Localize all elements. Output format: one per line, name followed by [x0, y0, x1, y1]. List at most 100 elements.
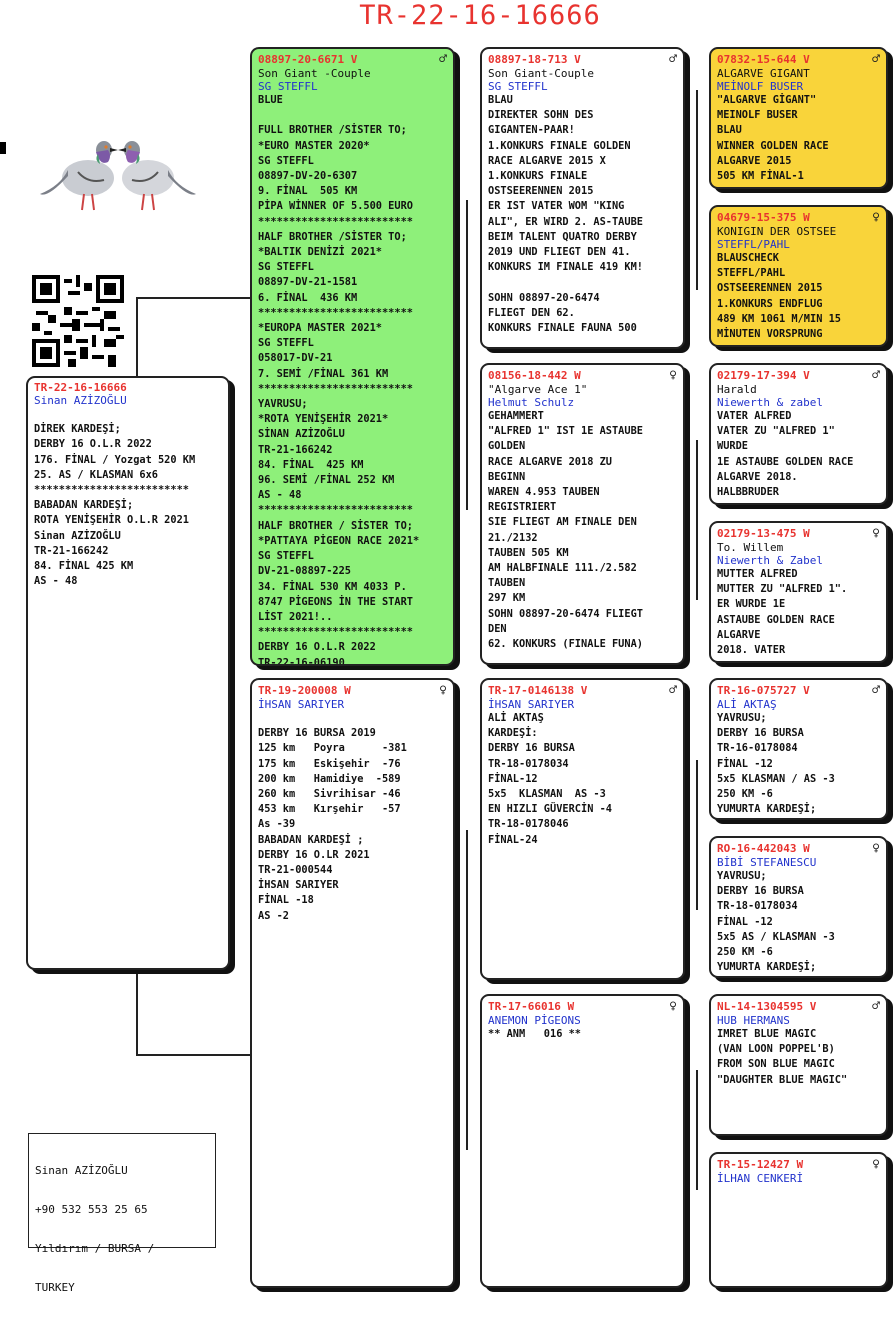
female-icon: ♀	[872, 1157, 880, 1172]
note-line: WINNER GOLDEN RACE	[717, 139, 829, 152]
note-line: SIE FLIEGT AM FINALE DEN	[488, 516, 637, 529]
owner-name: Sinan AZİZOĞLU	[34, 394, 127, 407]
note-line: FİNAL-24	[488, 833, 538, 846]
sire-card[interactable]: 08897-20-6671 V♂ Son Giant -Couple SG ST…	[250, 47, 455, 666]
connector-line	[696, 1070, 698, 1190]
note-line: KONKURS IM FINALE 419 KM!	[488, 261, 643, 274]
note-line: 6. FİNAL 436 KM	[258, 291, 358, 304]
sds-card[interactable]: 02179-17-394 V♂ Harald Niewerth & zabel …	[709, 363, 888, 505]
female-icon: ♀	[439, 683, 447, 698]
contact-phone[interactable]: +90 532 553 25 65	[35, 1203, 148, 1216]
note-line	[258, 108, 447, 123]
note-line: SG STEFFL	[258, 550, 314, 563]
breeder-name: İLHAN CENKERİ	[717, 1172, 804, 1185]
female-icon: ♀	[872, 210, 880, 225]
breeder-name: Helmut Schulz	[488, 396, 575, 409]
qr-code[interactable]	[32, 275, 124, 367]
sdd-card[interactable]: 02179-13-475 W♀ To. Willem Niewerth & Za…	[709, 521, 888, 663]
note-line: *EURO MASTER 2020*	[258, 139, 370, 152]
note-line: *************************	[258, 306, 413, 319]
connector-line	[466, 200, 468, 510]
note-line: GIGANTEN-PAAR!	[488, 124, 575, 137]
dam-dam-card[interactable]: TR-17-66016 W♀ ANEMON PİGEONS ** ANM 016…	[480, 994, 685, 1288]
note-line: 8747 PİGEONS İN THE START	[258, 595, 413, 608]
breeder-name: ANEMON PİGEONS	[488, 1014, 581, 1027]
note-line: DV-21-08897-225	[258, 565, 351, 578]
breeder-name: HUB HERMANS	[717, 1014, 790, 1027]
ssd-card[interactable]: 04679-15-375 W♀ KONIGIN DER OSTSEE STEFF…	[709, 205, 888, 347]
note-line: AS -2	[258, 909, 289, 922]
note-line: DIREKTER SOHN DES	[488, 109, 594, 122]
note-line	[258, 711, 447, 726]
note-line: 08897-DV-21-1581	[258, 276, 358, 289]
note-line: 5x5 KLASMAN AS -3	[488, 788, 606, 801]
sire-sire-card[interactable]: 08897-18-713 V♂ Son Giant-Couple SG STEF…	[480, 47, 685, 349]
dss-card[interactable]: TR-16-075727 V♂ ALİ AKTAŞ YAVRUSU;DERBY …	[709, 678, 888, 820]
ring-number: 04679-15-375 W	[717, 211, 810, 224]
note-line: FİNAL -18	[258, 894, 314, 907]
note-line: ALI", ER WIRD 2. AS-TAUBE	[488, 215, 643, 228]
dam-sire-card[interactable]: TR-17-0146138 V♂ İHSAN SARIYER ALİ AKTAŞ…	[480, 678, 685, 980]
connector-line	[136, 1054, 250, 1056]
note-line: *************************	[258, 382, 413, 395]
dam-card[interactable]: TR-19-200008 W♀ İHSAN SARIYER DERBY 16 B…	[250, 678, 455, 1288]
breeder-name: SG STEFFL	[258, 80, 318, 93]
note-line: As -39	[258, 818, 296, 831]
breeder-name: İHSAN SARIYER	[488, 698, 575, 711]
connector-line	[136, 297, 138, 377]
sss-card[interactable]: 07832-15-644 V♂ ALGARVE GIGANT MEİNOLF B…	[709, 47, 888, 189]
note-line: *PATTAYA PİGEON RACE 2021*	[258, 534, 420, 547]
pedigree-title: TR-22-16-16666	[359, 0, 601, 31]
subject-pigeon-card[interactable]: TR-22-16-16666 Sinan AZİZOĞLU DİREK KARD…	[26, 376, 230, 970]
note-line: BLUE	[258, 94, 283, 106]
note-line: TR-21-000544	[258, 864, 333, 877]
contact-country: TURKEY	[35, 1281, 75, 1294]
note-line: 5x5 KLASMAN / AS -3	[717, 772, 835, 785]
ddd-card[interactable]: TR-15-12427 W♀ İLHAN CENKERİ	[709, 1152, 888, 1288]
male-icon: ♂	[872, 999, 880, 1014]
note-line: SG STEFFL	[258, 261, 314, 274]
sire-dam-card[interactable]: 08156-18-442 W♀ "Algarve Ace 1" Helmut S…	[480, 363, 685, 665]
note-line: 1.KONKURS ENDFLUG	[717, 297, 823, 310]
note-line: 489 KM 1061 M/MIN 15	[717, 312, 841, 325]
note-line: KARDEŞİ:	[488, 727, 538, 740]
female-icon: ♀	[669, 999, 677, 1014]
note-line: EN HIZLI GÜVERCİN -4	[488, 803, 612, 816]
note-line: 96. SEMİ /FİNAL 252 KM	[258, 474, 395, 487]
note-line: DERBY 16 BURSA	[488, 742, 575, 755]
breeder-name: BİBİ STEFANESCU	[717, 856, 817, 869]
note-line: FROM SON BLUE MAGIC	[717, 1058, 835, 1071]
breeder-name: MEİNOLF BUSER	[717, 80, 804, 93]
note-line: SG STEFFL	[258, 154, 314, 167]
note-line: 2019 UND FLIEGT DEN 41.	[488, 246, 631, 259]
note-line: 7. SEMİ /FİNAL 361 KM	[258, 367, 389, 380]
note-line: BABADAN KARDEŞİ;	[34, 499, 134, 512]
note-line: AS - 48	[258, 489, 302, 502]
note-line: 176. FİNAL / Yozgat 520 KM	[34, 453, 196, 466]
note-line: KONKURS FINALE FAUNA 500	[488, 322, 637, 335]
note-line: PİPA WİNNER OF 5.500 EURO	[258, 200, 413, 213]
note-line: OSTSEERENNEN 2015	[488, 185, 594, 198]
note-line: VATER ZU "ALFRED 1"	[717, 425, 835, 438]
dsd-card[interactable]: RO-16-442043 W♀ BİBİ STEFANESCU YAVRUSU;…	[709, 836, 888, 978]
connector-line	[696, 440, 698, 600]
note-line: DERBY 16 BURSA	[717, 885, 804, 898]
breeder-name: Niewerth & Zabel	[717, 554, 823, 567]
note-line: ROTA YENİŞEHİR O.L.R 2021	[34, 514, 189, 527]
note-line: BEIM TALENT QUATRO DERBY	[488, 230, 637, 243]
ring-number: NL-14-1304595 V	[717, 1000, 817, 1013]
note-line: AM HALBFINALE 111./2.582	[488, 562, 637, 575]
note-line: "DAUGHTER BLUE MAGIC"	[717, 1073, 848, 1086]
female-icon: ♀	[669, 368, 677, 383]
dds-card[interactable]: NL-14-1304595 V♂ HUB HERMANS IMRET BLUE …	[709, 994, 888, 1136]
male-icon: ♂	[669, 683, 677, 698]
pigeon-title: KONIGIN DER OSTSEE	[717, 225, 837, 238]
note-line: BEGINN	[488, 470, 526, 483]
note-line: SOHN 08897-20-6474	[488, 291, 600, 304]
note-line: HALF BROTHER / SİSTER TO;	[258, 519, 413, 532]
note-line: 5x5 AS / KLASMAN -3	[717, 930, 835, 943]
note-line: RACE ALGARVE 2018 ZU	[488, 455, 612, 468]
note-line: ALGARVE	[717, 628, 761, 641]
